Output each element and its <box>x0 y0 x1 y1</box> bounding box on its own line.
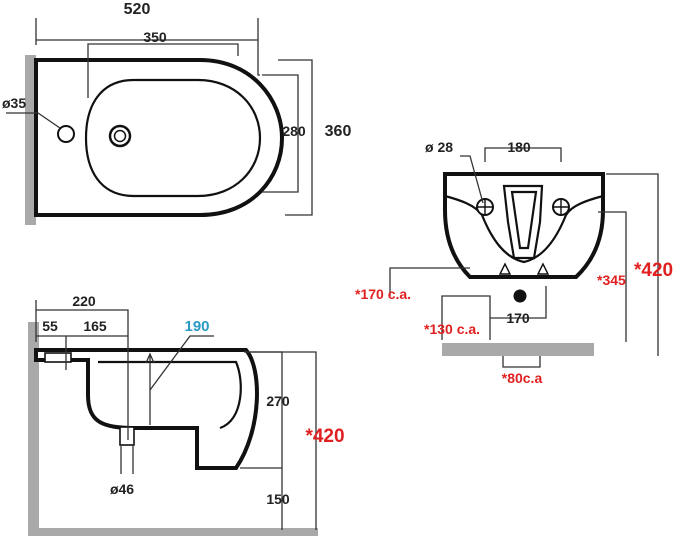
side-view-water-leader <box>149 335 214 391</box>
top-view-width-label: 520 <box>124 1 151 18</box>
top-view-tap-hole-label: ø35 <box>2 95 26 111</box>
top-view-bowl-depth-dimension <box>262 74 299 193</box>
side-view-bidet-outline <box>34 348 259 470</box>
top-view-wall <box>25 55 36 225</box>
side-view-bowl-height-label: 270 <box>266 393 290 409</box>
side-view-water-level-label: 190 <box>184 318 209 335</box>
side-view-outlet-pipe <box>119 426 135 446</box>
front-view-marker-left-icon <box>498 262 512 275</box>
front-view-fixing-hole-label: ø 28 <box>425 139 453 155</box>
top-view: 520 350 280 360 ø35 <box>2 1 351 225</box>
front-view-drain-offset-label: *80c.a <box>502 370 543 386</box>
top-view-bowl-width-label: 350 <box>143 29 167 45</box>
side-view-outlet-label: ø46 <box>110 481 134 497</box>
front-view-fixing-right-cross <box>554 200 568 214</box>
front-view-drain-offset-dimension <box>502 356 541 368</box>
front-view-spout-block <box>502 184 544 260</box>
side-view-wall <box>28 322 39 536</box>
front-view-floor <box>442 343 594 356</box>
front-view-drain-spacing-dimension <box>490 286 547 319</box>
side-view: 220 55 165 190 270 *420 150 ø46 <box>28 293 345 536</box>
front-view-fixing-spacing-dimension <box>484 147 562 162</box>
side-view-offset-b-label: 165 <box>83 318 107 334</box>
side-view-water-arrow <box>145 352 155 425</box>
top-view-bowl-rim <box>84 78 262 198</box>
front-view-supply-height-label: *170 c.a. <box>355 286 411 302</box>
side-view-bowl-inner <box>98 360 242 430</box>
front-view-spout-inner <box>510 190 538 250</box>
front-view-rim-height-dimension <box>598 211 627 342</box>
front-view-fixing-left-cross <box>478 200 492 214</box>
front-view-marker-right-icon <box>536 262 550 275</box>
front-view-fixing-spacing-label: 180 <box>507 139 531 155</box>
front-view-drain-icon <box>513 289 527 303</box>
side-view-length-dimension <box>35 300 129 440</box>
top-view-width-dimension <box>35 18 260 76</box>
front-view-fixing-hole-leader <box>460 155 484 204</box>
side-view-outlet-dimension <box>120 446 134 474</box>
side-view-total-height-label: *420 <box>305 426 344 447</box>
top-view-drain-icon <box>108 124 132 148</box>
top-view-depth-dimension <box>278 59 313 216</box>
side-view-total-height-dimension <box>250 351 317 530</box>
side-view-length-label: 220 <box>72 293 96 309</box>
side-view-floor <box>28 528 318 536</box>
front-view-bowl-contour <box>444 194 604 264</box>
front-view-rim-height-label: *345 <box>597 272 626 288</box>
front-view-total-height-label: *420 <box>634 260 673 281</box>
top-view-tap-hole-icon <box>57 125 75 143</box>
front-view-supply-height-dimension <box>389 267 470 296</box>
top-view-drain-inner-icon <box>113 129 127 143</box>
top-view-depth-label: 360 <box>325 123 352 140</box>
top-view-tap-hole-leader <box>6 112 61 129</box>
side-view-offset-a-label: 55 <box>42 318 58 334</box>
front-view-drain-spacing-label: 170 <box>506 310 530 326</box>
top-view-bowl-width-dimension <box>87 43 239 98</box>
top-view-bidet-outline <box>34 58 285 217</box>
side-view-offset-dimension <box>36 335 128 370</box>
front-view-drain-height-label: *130 c.a. <box>424 321 480 337</box>
top-view-bowl-depth-label: 280 <box>282 123 306 139</box>
side-view-floor-height-label: 150 <box>266 491 290 507</box>
front-view: ø 28 180 *170 c.a. *130 c.a. 170 *80c.a … <box>355 139 673 386</box>
side-view-tap-block <box>44 352 72 363</box>
front-view-total-height-dimension <box>606 173 659 356</box>
